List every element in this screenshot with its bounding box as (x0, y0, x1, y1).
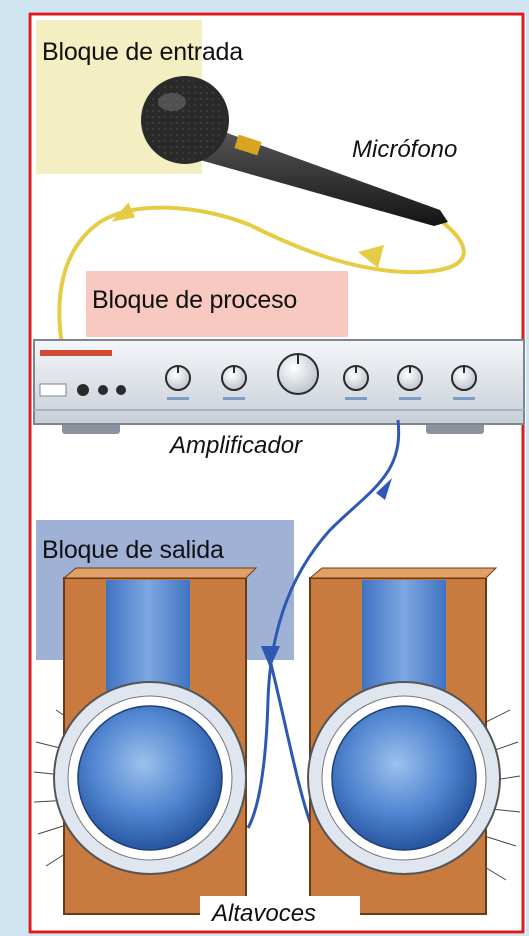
right-speaker-icon (307, 567, 521, 915)
microphone-label: Micrófono (352, 136, 458, 163)
amplifier-label: Amplificador (170, 432, 303, 459)
process-block-panel (86, 271, 348, 337)
speaker-cable-right (268, 659, 314, 829)
microphone-icon (141, 76, 448, 226)
diagram-frame (28, 12, 525, 934)
speakers-caption-panel (200, 896, 360, 930)
input-block-title: Bloque de entrada (42, 38, 243, 66)
speaker-cable-left (246, 419, 401, 829)
output-block-title: Bloque de salida (42, 536, 224, 564)
speakers-label: Altavoces (212, 900, 317, 927)
cable-arrow-amplifier (376, 478, 392, 500)
microphone-cable (57, 205, 466, 391)
cable-arrow-upper (111, 202, 136, 222)
cable-arrow-lower (358, 245, 384, 268)
left-speaker-icon (33, 567, 258, 915)
amplifier-icon (33, 339, 525, 434)
cable-arrow-speakers (261, 646, 280, 668)
process-block-title: Bloque de proceso (92, 286, 298, 314)
